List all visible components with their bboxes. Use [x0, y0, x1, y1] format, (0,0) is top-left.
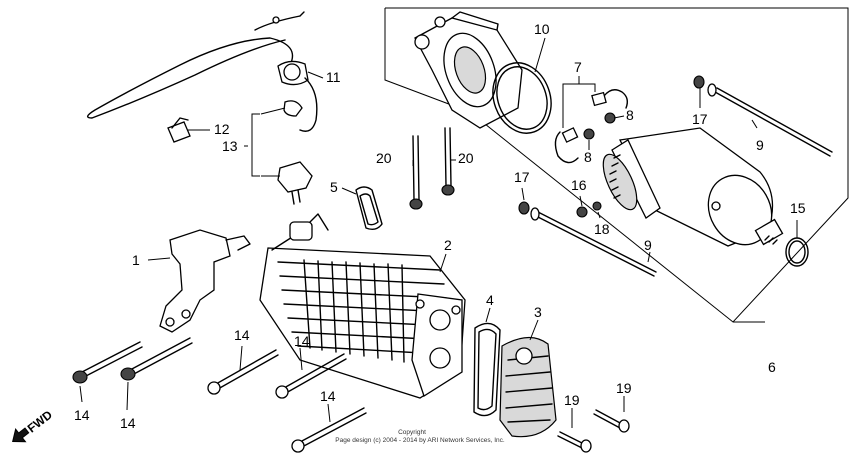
bolt-14-a[interactable] [72, 341, 143, 384]
copyright-line-1: Copyright [398, 429, 426, 436]
label-part-12[interactable]: 12 [214, 121, 230, 137]
starter-front-housing[interactable] [414, 11, 523, 129]
label-part-2[interactable]: 2 [444, 237, 452, 253]
label-part-14-c[interactable]: 14 [234, 327, 250, 343]
bolt-14-b[interactable] [120, 337, 193, 381]
washer-17-upper[interactable] [693, 75, 705, 89]
fwd-label: FWD [25, 407, 55, 435]
gasket-5[interactable] [355, 186, 383, 231]
copyright-line-2: Page design (c) 2004 - 2014 by ARI Netwo… [335, 437, 505, 444]
fwd-direction-marker: FWD [12, 407, 55, 443]
label-part-18[interactable]: 18 [594, 221, 610, 237]
label-part-14-a[interactable]: 14 [74, 407, 90, 423]
label-part-1[interactable]: 1 [132, 252, 140, 268]
bolt-20-left[interactable] [409, 135, 423, 210]
label-part-8-a[interactable]: 8 [626, 107, 634, 123]
starter-brush-set[interactable] [554, 76, 629, 164]
label-part-8-b[interactable]: 8 [584, 149, 592, 165]
label-part-10[interactable]: 10 [534, 21, 550, 37]
head-cover-3[interactable] [499, 336, 557, 438]
starter-through-bolt-lower[interactable] [530, 207, 657, 277]
part-number-labels: 10 11 7 8 8 17 9 12 13 20 20 17 16 5 15 … [74, 21, 806, 431]
washer-17-lower[interactable] [518, 201, 530, 215]
sensor-wire[interactable] [87, 11, 305, 119]
label-part-3[interactable]: 3 [534, 304, 542, 320]
label-part-11[interactable]: 11 [326, 69, 341, 85]
label-part-14-b[interactable]: 14 [120, 415, 136, 431]
bolt-14-d[interactable] [275, 353, 347, 399]
label-part-17-b[interactable]: 17 [514, 169, 530, 185]
label-part-20-a[interactable]: 20 [376, 150, 392, 166]
nut-16[interactable] [576, 206, 588, 218]
starter-motor-group-outline [384, 7, 849, 323]
label-part-13[interactable]: 13 [222, 138, 238, 154]
label-part-6[interactable]: 6 [768, 359, 776, 375]
label-part-9-a[interactable]: 9 [756, 137, 764, 153]
bracket-1[interactable] [159, 229, 251, 333]
label-part-4[interactable]: 4 [486, 292, 494, 308]
terminal-clip-12[interactable] [167, 117, 191, 143]
copyright-notice: Copyright Page design (c) 2004 - 2014 by… [335, 429, 505, 444]
label-part-19-a[interactable]: 19 [564, 392, 580, 408]
oil-switch-11[interactable] [277, 60, 318, 132]
label-part-7[interactable]: 7 [574, 59, 582, 75]
starter-nut-a[interactable] [604, 112, 616, 124]
o-ring-15[interactable] [785, 237, 809, 267]
label-part-16[interactable]: 16 [571, 177, 587, 193]
bolt-14-c[interactable] [207, 349, 279, 395]
leader-lines [79, 37, 798, 428]
washer-18[interactable] [592, 201, 602, 211]
bolt-19-a[interactable] [557, 431, 592, 453]
label-part-20-b[interactable]: 20 [458, 150, 474, 166]
label-part-19-b[interactable]: 19 [616, 380, 632, 396]
label-part-15[interactable]: 15 [790, 200, 806, 216]
label-part-17-a[interactable]: 17 [692, 111, 708, 127]
label-part-14-e[interactable]: 14 [320, 388, 336, 404]
bolt-20-right[interactable] [441, 127, 455, 196]
gasket-4[interactable] [473, 322, 501, 417]
starter-o-ring[interactable] [483, 55, 560, 142]
starter-nut-b[interactable] [583, 128, 595, 140]
bolt-14-e[interactable] [291, 407, 367, 453]
starter-through-bolt-upper[interactable] [707, 83, 833, 157]
label-part-9-b[interactable]: 9 [644, 237, 652, 253]
sensor-unit-13[interactable] [277, 100, 313, 205]
label-part-14-d[interactable]: 14 [294, 333, 310, 349]
cylinder-block-2[interactable] [259, 213, 466, 399]
bolt-19-b[interactable] [593, 409, 630, 433]
label-part-5[interactable]: 5 [330, 179, 338, 195]
starter-motor[interactable] [596, 127, 784, 256]
